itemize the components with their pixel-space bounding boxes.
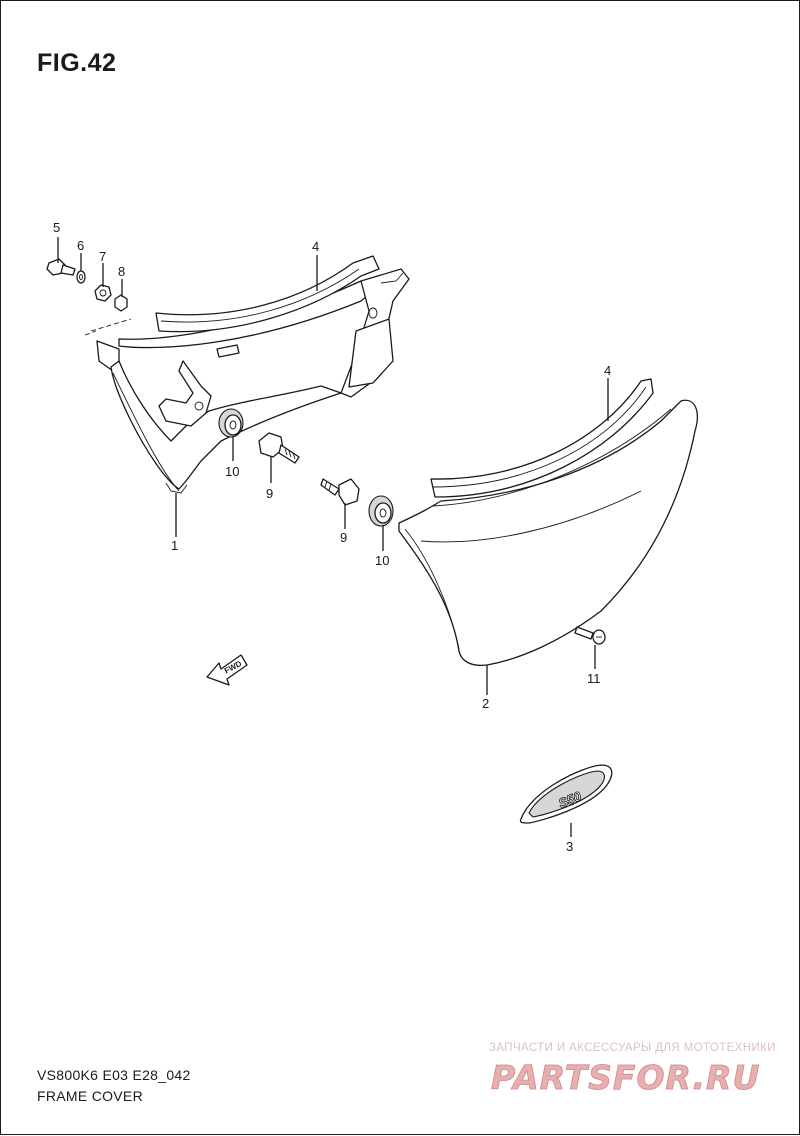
svg-text:PARTSFOR.RU: PARTSFOR.RU — [491, 1058, 760, 1097]
callout-1: 1 — [171, 538, 178, 553]
callout-4-left: 4 — [312, 239, 319, 254]
trim-strip-right — [430, 378, 654, 498]
callout-7: 7 — [99, 249, 106, 264]
leader-lines — [57, 237, 609, 837]
bolt-9-right — [320, 478, 360, 506]
callout-9-right: 9 — [340, 530, 347, 545]
callout-11: 11 — [587, 671, 601, 686]
callout-2: 2 — [482, 696, 489, 711]
watermark-tagline: ЗАПЧАСТИ И АКСЕССУАРЫ ДЛЯ МОТОТЕХНИКИ — [489, 1042, 776, 1054]
callout-10-right: 10 — [375, 553, 389, 568]
callout-4-right: 4 — [604, 363, 611, 378]
trim-strip-left — [155, 255, 380, 358]
figure-title: FIG.42 — [37, 49, 117, 77]
frame-cover-right — [398, 399, 698, 667]
callout-10-left: 10 — [225, 464, 239, 479]
callout-8: 8 — [118, 264, 125, 279]
watermark-logo: PARTSFOR.RU — [491, 1058, 760, 1098]
diagram-code: VS800K6 E03 E28_042 — [37, 1067, 191, 1083]
section-name: FRAME COVER — [37, 1088, 143, 1104]
bolt-5 — [46, 258, 76, 276]
grommet-10-right — [368, 495, 394, 527]
nut-7 — [94, 284, 112, 302]
washer-6 — [76, 270, 86, 284]
screw-11 — [574, 626, 606, 645]
collar-8 — [114, 294, 128, 312]
bolt-9-left — [258, 432, 300, 464]
callout-6: 6 — [77, 238, 84, 253]
forward-direction-arrow: FWD — [206, 654, 248, 686]
callout-5: 5 — [53, 220, 60, 235]
callout-9-left: 9 — [266, 486, 273, 501]
frame-cover-left — [84, 268, 410, 494]
callout-3: 3 — [566, 839, 573, 854]
grommet-10-left — [218, 408, 244, 438]
emblem-3: S50 — [519, 764, 613, 824]
